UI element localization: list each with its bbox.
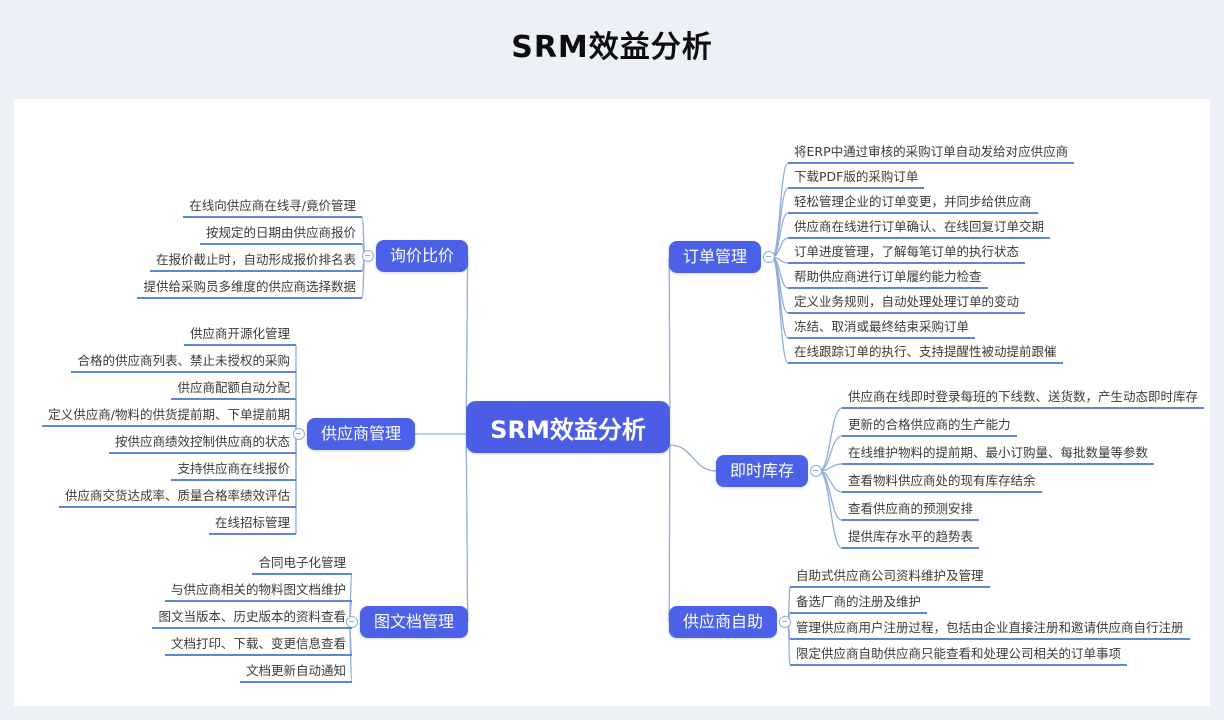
leaf-topic[interactable]: 在报价截止时，自动形成报价排名表	[149, 252, 362, 272]
leaf-topic[interactable]: 帮助供应商进行订单履约能力检查	[788, 269, 988, 289]
leaf-topic[interactable]: 限定供应商自助供应商只能查看和处理公司相关的订单事项	[790, 646, 1128, 666]
leaf-topic[interactable]: 供应商在线即时登录每班的下线数、送货数，产生动态即时库存	[842, 389, 1205, 409]
leaf-topic[interactable]: 冻结、取消或最终结束采购订单	[788, 319, 976, 339]
leaf-topic[interactable]: 将ERP中通过审核的采购订单自动发给对应供应商	[788, 144, 1075, 164]
leaf-topic[interactable]: 按供应商绩效控制供应商的状态	[108, 434, 296, 454]
leaf-topic[interactable]: 合同电子化管理	[252, 555, 352, 575]
leaf-topic[interactable]: 定义业务规则，自动处理处理订单的变动	[788, 294, 1026, 314]
branch-collapse-toggle[interactable]	[763, 251, 776, 263]
leaf-topic[interactable]: 订单进度管理，了解每笔订单的执行状态	[788, 244, 1026, 264]
leaf-topic[interactable]: 图文当版本、历史版本的资料查看	[152, 609, 352, 629]
branch-leaves: 供应商在线即时登录每班的下线数、送货数，产生动态即时库存更新的合格供应商的生产能…	[842, 389, 1205, 549]
branch-leaves: 供应商开源化管理合格的供应商列表、禁止未授权的采购供应商配额自动分配定义供应商/…	[42, 326, 296, 535]
branch-node[interactable]: 供应商自助	[668, 606, 792, 638]
leaf-topic[interactable]: 在线向供应商在线寻/竟价管理	[183, 198, 362, 218]
branch-collapse-toggle[interactable]	[292, 428, 305, 440]
leaf-topic[interactable]: 在线招标管理	[208, 515, 296, 535]
branch-node-label: 图文档管理	[373, 612, 455, 631]
leaf-topic[interactable]: 合格的供应商列表、禁止未授权的采购	[71, 353, 296, 373]
branch-node[interactable]: 图文档管理	[345, 606, 469, 638]
root-node[interactable]: SRM效益分析	[466, 401, 670, 453]
leaf-topic[interactable]: 提供库存水平的趋势表	[842, 529, 980, 549]
leaf-topic[interactable]: 查看物料供应商处的现有库存结余	[842, 473, 1042, 493]
leaf-topic[interactable]: 定义供应商/物料的供货提前期、下单提前期	[42, 407, 296, 427]
leaf-topic[interactable]: 文档打印、下载、变更信息查看	[164, 636, 352, 656]
root-node-label: SRM效益分析	[490, 415, 646, 444]
leaf-topic[interactable]: 按规定的日期由供应商报价	[199, 225, 362, 245]
branch-leaves: 自助式供应商公司资料维护及管理备选厂商的注册及维护管理供应商用户注册过程，包括由…	[790, 568, 1190, 666]
branch-node-label: 供应商自助	[682, 612, 764, 631]
leaf-topic[interactable]: 更新的合格供应商的生产能力	[842, 417, 1017, 437]
leaf-topic[interactable]: 查看供应商的预测安排	[842, 501, 980, 521]
leaf-topic[interactable]: 轻松管理企业的订单变更，并同步给供应商	[788, 194, 1038, 214]
leaf-topic[interactable]: 支持供应商在线报价	[171, 461, 296, 481]
branch-collapse-toggle[interactable]	[361, 250, 374, 262]
leaf-topic[interactable]: 提供给采购员多维度的供应商选择数据	[137, 279, 362, 299]
branch-leaves: 合同电子化管理与供应商相关的物料图文档维护图文当版本、历史版本的资料查看文档打印…	[152, 555, 352, 683]
branch-collapse-toggle[interactable]	[779, 616, 792, 628]
branch-leaves: 在线向供应商在线寻/竟价管理按规定的日期由供应商报价在报价截止时，自动形成报价排…	[137, 198, 362, 299]
branch-node-label: 订单管理	[682, 247, 748, 266]
leaf-topic[interactable]: 供应商交货达成率、质量合格率绩效评估	[58, 488, 296, 508]
branch-node[interactable]: 询价比价	[361, 240, 469, 272]
leaf-topic[interactable]: 供应商配额自动分配	[171, 380, 296, 400]
leaf-topic[interactable]: 自助式供应商公司资料维护及管理	[790, 568, 990, 588]
branch-node-label: 供应商管理	[320, 424, 402, 443]
branch-node[interactable]: 订单管理	[668, 241, 776, 273]
branch-node-label: 询价比价	[389, 246, 455, 265]
branch-node-label: 即时库存	[729, 461, 795, 480]
branch-leaves: 将ERP中通过审核的采购订单自动发给对应供应商下载PDF版的采购订单轻松管理企业…	[788, 144, 1075, 364]
leaf-topic[interactable]: 文档更新自动通知	[239, 663, 352, 683]
leaf-topic[interactable]: 在线跟踪订单的执行、支持提醒性被动提前跟催	[788, 344, 1063, 364]
leaf-topic[interactable]: 管理供应商用户注册过程，包括由企业直接注册和邀请供应商自行注册	[790, 620, 1190, 640]
leaf-topic[interactable]: 与供应商相关的物料图文档维护	[164, 582, 352, 602]
leaf-topic[interactable]: 下载PDF版的采购订单	[788, 169, 925, 189]
branch-collapse-toggle[interactable]	[810, 465, 823, 477]
leaf-topic[interactable]: 在线维护物料的提前期、最小订购量、每批数量等参数	[842, 445, 1155, 465]
leaf-topic[interactable]: 供应商在线进行订单确认、在线回复订单交期	[788, 219, 1051, 239]
leaf-topic[interactable]: 供应商开源化管理	[183, 326, 296, 346]
page-title: SRM效益分析	[511, 30, 713, 65]
leaf-topic[interactable]: 备选厂商的注册及维护	[790, 594, 928, 614]
branch-node[interactable]: 即时库存	[715, 455, 823, 487]
branch-node[interactable]: 供应商管理	[292, 418, 416, 450]
